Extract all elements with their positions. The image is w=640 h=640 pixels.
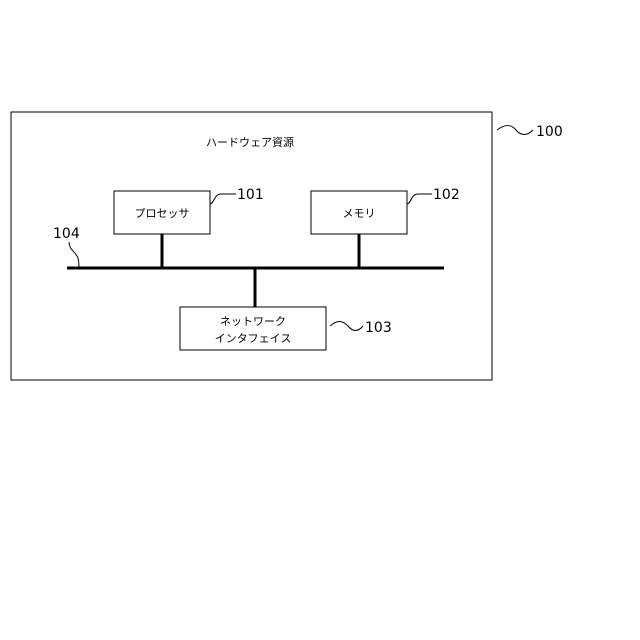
- ref-100: 100: [536, 124, 563, 140]
- memory-label: メモリ: [343, 207, 376, 220]
- ref-100-leader: [497, 126, 533, 135]
- ref-102: 102: [433, 187, 460, 203]
- ref-103-leader: [330, 322, 363, 331]
- network-interface-label-line1: ネットワーク: [220, 315, 286, 328]
- network-interface-label-line2: インタフェイス: [215, 332, 292, 345]
- ref-104: 104: [53, 226, 80, 242]
- processor-label: プロセッサ: [135, 207, 190, 220]
- ref-104-leader: [69, 242, 79, 268]
- ref-103: 103: [365, 320, 392, 336]
- hardware-resource-label: ハードウェア資源: [206, 135, 294, 149]
- ref-101-leader: [210, 194, 236, 204]
- ref-102-leader: [407, 194, 432, 204]
- ref-101: 101: [237, 187, 264, 203]
